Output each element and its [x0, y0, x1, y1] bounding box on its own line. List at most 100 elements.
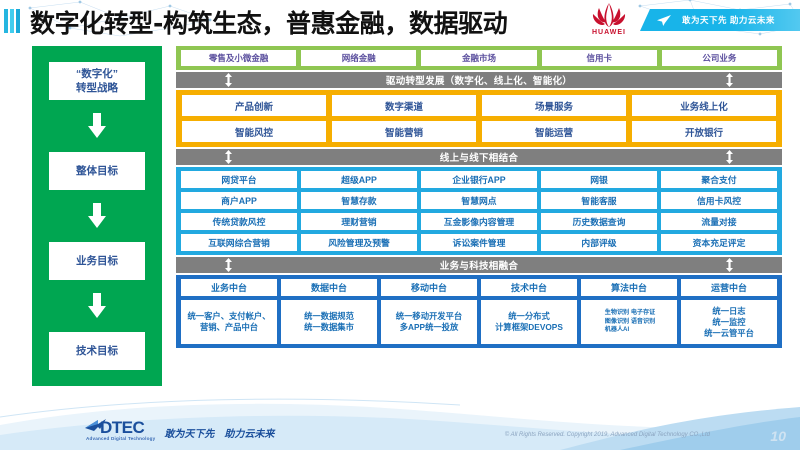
- slide-footer: DTEC Advanced Digital Technology 敢为天下先 助…: [0, 395, 800, 450]
- capability-smart-risk-control[interactable]: 智能风控: [182, 121, 326, 142]
- platform-detail-data: 统一数据规范统一数据集市: [281, 300, 377, 344]
- app-traffic-integration[interactable]: 流量对接: [661, 213, 777, 230]
- platform-detail-algorithm: 生物识别 电子存证图像识别 语音识别机器人AI: [581, 300, 677, 344]
- capability-product-innovation[interactable]: 产品创新: [182, 95, 326, 116]
- app-capital-adequacy-assessment[interactable]: 资本充足评定: [661, 234, 777, 251]
- app-smart-deposit[interactable]: 智慧存款: [301, 192, 417, 209]
- app-online-lending-platform[interactable]: 网贷平台: [181, 171, 297, 188]
- platform-columns: 业务中台 统一客户、支付帐户、营销、产品中台 数据中台 统一数据规范统一数据集市…: [181, 279, 777, 344]
- business-line-corporate[interactable]: 公司业务: [661, 50, 778, 66]
- app-enterprise-bank-app[interactable]: 企业银行APP: [421, 171, 537, 188]
- capability-band: 产品创新 数字渠道 场景服务 业务线上化 智能风控 智能营销 智能运营 开放银行: [176, 90, 782, 147]
- app-credit-card-risk-control[interactable]: 信用卡风控: [661, 192, 777, 209]
- sidebar-item-strategy[interactable]: “数字化” 转型战略: [49, 62, 145, 100]
- dtec-subtitle: Advanced Digital Technology: [86, 436, 156, 441]
- sidebar-item-technology-goal[interactable]: 技术目标: [49, 332, 145, 370]
- slide-header: 数字化转型-构筑生态，普惠金融，数据驱动 HUAWEI 敢为天下先 助力云未来: [0, 0, 800, 40]
- dtec-brand: DTEC Advanced Digital Technology 敢为天下先 助…: [84, 419, 274, 442]
- app-smart-customer-service[interactable]: 智能客服: [541, 192, 657, 209]
- platform-title-business[interactable]: 业务中台: [181, 279, 277, 296]
- app-merchant-app[interactable]: 商户APP: [181, 192, 297, 209]
- capability-smart-operation[interactable]: 智能运营: [482, 121, 626, 142]
- platform-column-operation: 运营中台 统一日志统一监控统一云管平台: [681, 279, 777, 344]
- connector-bar-drive-transformation: 驱动转型发展（数字化、线上化、智能化）: [176, 72, 782, 88]
- app-traditional-loan-risk[interactable]: 传统贷款风控: [181, 213, 297, 230]
- app-image-content-management[interactable]: 互金影像内容管理: [421, 213, 537, 230]
- arrow-down-icon-1: [88, 113, 106, 139]
- platform-detail-operation: 统一日志统一监控统一云管平台: [681, 300, 777, 344]
- app-risk-management-alert[interactable]: 风险管理及预警: [301, 234, 417, 251]
- platform-band: 业务中台 统一客户、支付帐户、营销、产品中台 数据中台 统一数据规范统一数据集市…: [176, 275, 782, 348]
- application-band: 网贷平台 超级APP 企业银行APP 网银 聚合支付 商户APP 智慧存款 智慧…: [176, 167, 782, 255]
- platform-title-algorithm[interactable]: 算法中台: [581, 279, 677, 296]
- app-internal-rating[interactable]: 内部评级: [541, 234, 657, 251]
- app-super-app[interactable]: 超级APP: [301, 171, 417, 188]
- business-line-financial-market[interactable]: 金融市场: [421, 50, 537, 66]
- footer-tagline: 敢为天下先 助力云未来: [164, 429, 275, 440]
- ribbon-text: 敢为天下先 助力云未来: [682, 15, 775, 25]
- huawei-logo: HUAWEI: [582, 2, 636, 38]
- sidebar-strategy-line2: 转型战略: [76, 82, 118, 94]
- double-arrow-icon-right-3: [726, 258, 733, 272]
- platform-detail-mobile: 统一移动开发平台多APP统一投放: [381, 300, 477, 344]
- application-row-3: 传统贷款风控 理财营销 互金影像内容管理 历史数据查询 流量对接: [181, 213, 777, 230]
- app-wealth-marketing[interactable]: 理财营销: [301, 213, 417, 230]
- capability-scenario-service[interactable]: 场景服务: [482, 95, 626, 116]
- strategy-flow-sidebar: “数字化” 转型战略 整体目标 业务目标 技术目标: [32, 46, 162, 386]
- architecture-stack: 零售及小微金融 网络金融 金融市场 信用卡 公司业务 驱动转型发展（数字化、线上…: [176, 46, 782, 348]
- app-historical-data-query[interactable]: 历史数据查询: [541, 213, 657, 230]
- platform-column-technology: 技术中台 统一分布式计算框架DEVOPS: [481, 279, 577, 344]
- sidebar-strategy-line1: “数字化”: [76, 68, 118, 80]
- application-row-4: 互联网综合营销 风险管理及预警 诉讼案件管理 内部评级 资本充足评定: [181, 234, 777, 251]
- connector-bar-1-label: 驱动转型发展（数字化、线上化、智能化）: [385, 76, 573, 87]
- huawei-wordmark: HUAWEI: [592, 29, 626, 36]
- platform-detail-technology: 统一分布式计算框架DEVOPS: [481, 300, 577, 344]
- application-row-2: 商户APP 智慧存款 智慧网点 智能客服 信用卡风控: [181, 192, 777, 209]
- platform-title-operation[interactable]: 运营中台: [681, 279, 777, 296]
- business-line-credit-card[interactable]: 信用卡: [541, 50, 657, 66]
- page-title: 数字化转型-构筑生态，普惠金融，数据驱动: [30, 9, 508, 38]
- sidebar-item-overall-goal[interactable]: 整体目标: [49, 152, 145, 190]
- connector-bar-3-label: 业务与科技相融合: [439, 261, 519, 272]
- capability-business-online[interactable]: 业务线上化: [632, 95, 776, 116]
- dtec-mark-icon: [85, 419, 106, 431]
- double-arrow-icon-right-2: [726, 150, 733, 164]
- platform-detail-business: 统一客户、支付帐户、营销、产品中台: [181, 300, 277, 344]
- capability-digital-channel[interactable]: 数字渠道: [332, 95, 476, 116]
- sidebar-item-business-goal[interactable]: 业务目标: [49, 242, 145, 280]
- business-lines-band: 零售及小微金融 网络金融 金融市场 信用卡 公司业务: [176, 46, 782, 70]
- double-arrow-icon-right-1: [726, 73, 733, 87]
- app-internet-integrated-marketing[interactable]: 互联网综合营销: [181, 234, 297, 251]
- paper-plane-icon: [657, 14, 671, 26]
- copyright-text: © All Rights Reserved. Copyright 2019, A…: [504, 432, 710, 438]
- dtec-logo: DTEC Advanced Digital Technology: [84, 419, 155, 442]
- app-smart-branch[interactable]: 智慧网点: [421, 192, 537, 209]
- application-row-1: 网贷平台 超级APP 企业银行APP 网银 聚合支付: [181, 171, 777, 188]
- double-arrow-icon-left-2: [225, 150, 232, 164]
- arrow-down-icon-3: [88, 293, 106, 319]
- capability-open-banking[interactable]: 开放银行: [632, 121, 776, 142]
- connector-bar-2-label: 线上与线下相结合: [439, 153, 519, 164]
- capability-row-2: 智能风控 智能营销 智能运营 开放银行: [182, 121, 776, 142]
- platform-column-data: 数据中台 统一数据规范统一数据集市: [281, 279, 377, 344]
- dtec-wordmark: DTEC: [100, 418, 145, 437]
- business-line-retail-micro[interactable]: 零售及小微金融: [181, 50, 297, 66]
- platform-column-algorithm: 算法中台 生物识别 电子存证图像识别 语音识别机器人AI: [581, 279, 677, 344]
- platform-title-technology[interactable]: 技术中台: [481, 279, 577, 296]
- platform-column-business: 业务中台 统一客户、支付帐户、营销、产品中台: [181, 279, 277, 344]
- capability-smart-marketing[interactable]: 智能营销: [332, 121, 476, 142]
- app-aggregate-payment[interactable]: 聚合支付: [661, 171, 777, 188]
- connector-bar-online-offline: 线上与线下相结合: [176, 149, 782, 165]
- title-accent-bars: [4, 9, 26, 33]
- platform-title-mobile[interactable]: 移动中台: [381, 279, 477, 296]
- platform-column-mobile: 移动中台 统一移动开发平台多APP统一投放: [381, 279, 477, 344]
- business-line-internet-finance[interactable]: 网络金融: [301, 50, 417, 66]
- platform-title-data[interactable]: 数据中台: [281, 279, 377, 296]
- arrow-down-icon-2: [88, 203, 106, 229]
- page-number: 10: [770, 428, 786, 444]
- tagline-ribbon: 敢为天下先 助力云未来: [640, 9, 800, 31]
- double-arrow-icon-left-3: [225, 258, 232, 272]
- app-litigation-case-management[interactable]: 诉讼案件管理: [421, 234, 537, 251]
- app-online-banking[interactable]: 网银: [541, 171, 657, 188]
- footer-wave-decoration: [0, 398, 800, 450]
